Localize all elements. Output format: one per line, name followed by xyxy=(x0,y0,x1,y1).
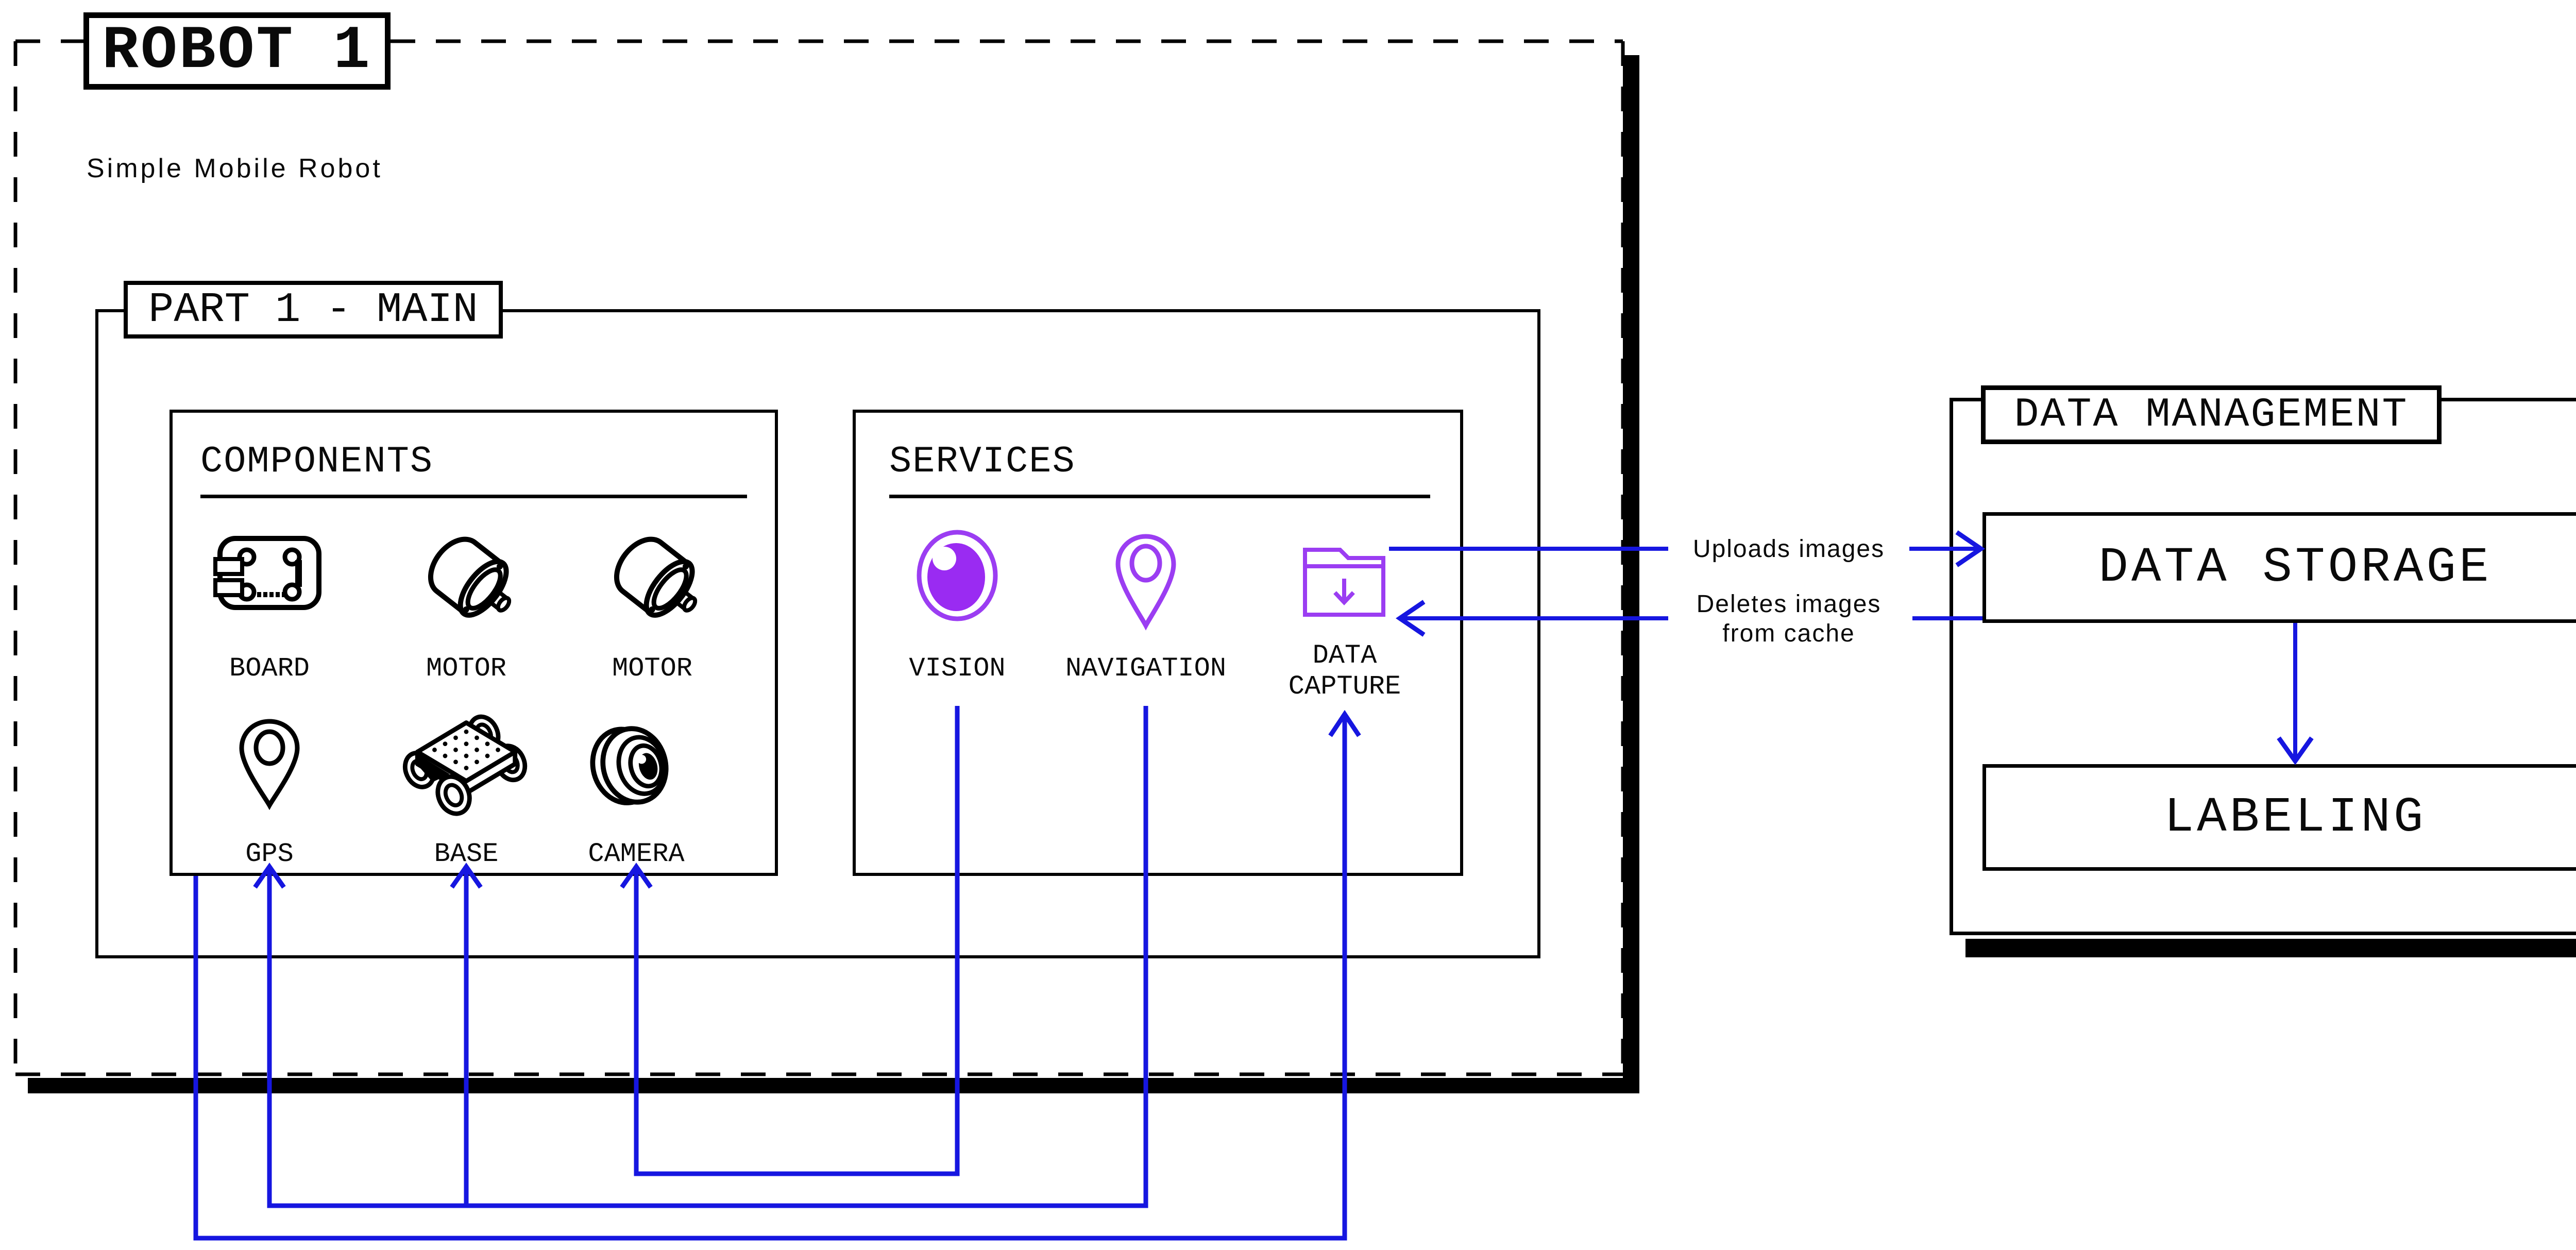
labeling-node: LABELING xyxy=(1982,764,2576,871)
deletes-line2: from cache xyxy=(1722,620,1855,647)
components-title: COMPONENTS xyxy=(200,441,434,483)
component-label: MOTOR xyxy=(426,653,507,684)
motor-icon xyxy=(428,536,512,618)
motor-icon xyxy=(614,536,698,618)
labeling-label: LABELING xyxy=(2164,789,2427,846)
service-label: DATA CAPTURE xyxy=(1288,640,1401,702)
component-label: GPS xyxy=(245,839,294,869)
part1-title: PART 1 - MAIN xyxy=(148,285,478,334)
deletes-images-label: Deletes images from cache xyxy=(1660,589,1918,648)
services-title: SERVICES xyxy=(889,441,1076,483)
rover-base-icon xyxy=(402,714,528,816)
uploads-images-label: Uploads images xyxy=(1692,535,1885,563)
data-management-title-box: DATA MANAGEMENT xyxy=(1981,385,2442,444)
robot-title: ROBOT 1 xyxy=(102,16,372,86)
component-label: CAMERA xyxy=(588,839,685,869)
service-label: VISION xyxy=(909,653,1006,684)
data-storage-node: DATA STORAGE xyxy=(1982,512,2576,623)
component-label: BASE xyxy=(434,839,499,869)
components-rule xyxy=(200,495,747,498)
robot-subtitle: Simple Mobile Robot xyxy=(87,154,383,183)
circuit-board-icon xyxy=(213,536,321,610)
deletes-line1: Deletes images xyxy=(1696,590,1882,618)
folder-download-icon xyxy=(1303,548,1385,617)
camera-icon xyxy=(590,726,669,805)
services-rule xyxy=(889,495,1430,498)
data-management-title: DATA MANAGEMENT xyxy=(2014,391,2409,438)
component-label: MOTOR xyxy=(612,653,693,684)
data-storage-label: DATA STORAGE xyxy=(2098,539,2492,596)
map-pin-icon xyxy=(1115,534,1176,631)
eye-icon xyxy=(917,530,998,621)
component-label: BOARD xyxy=(229,653,310,684)
map-pin-icon xyxy=(239,719,300,810)
part1-title-box: PART 1 - MAIN xyxy=(124,281,503,339)
service-label: NAVIGATION xyxy=(1065,653,1227,684)
robot-title-box: ROBOT 1 xyxy=(83,12,391,90)
